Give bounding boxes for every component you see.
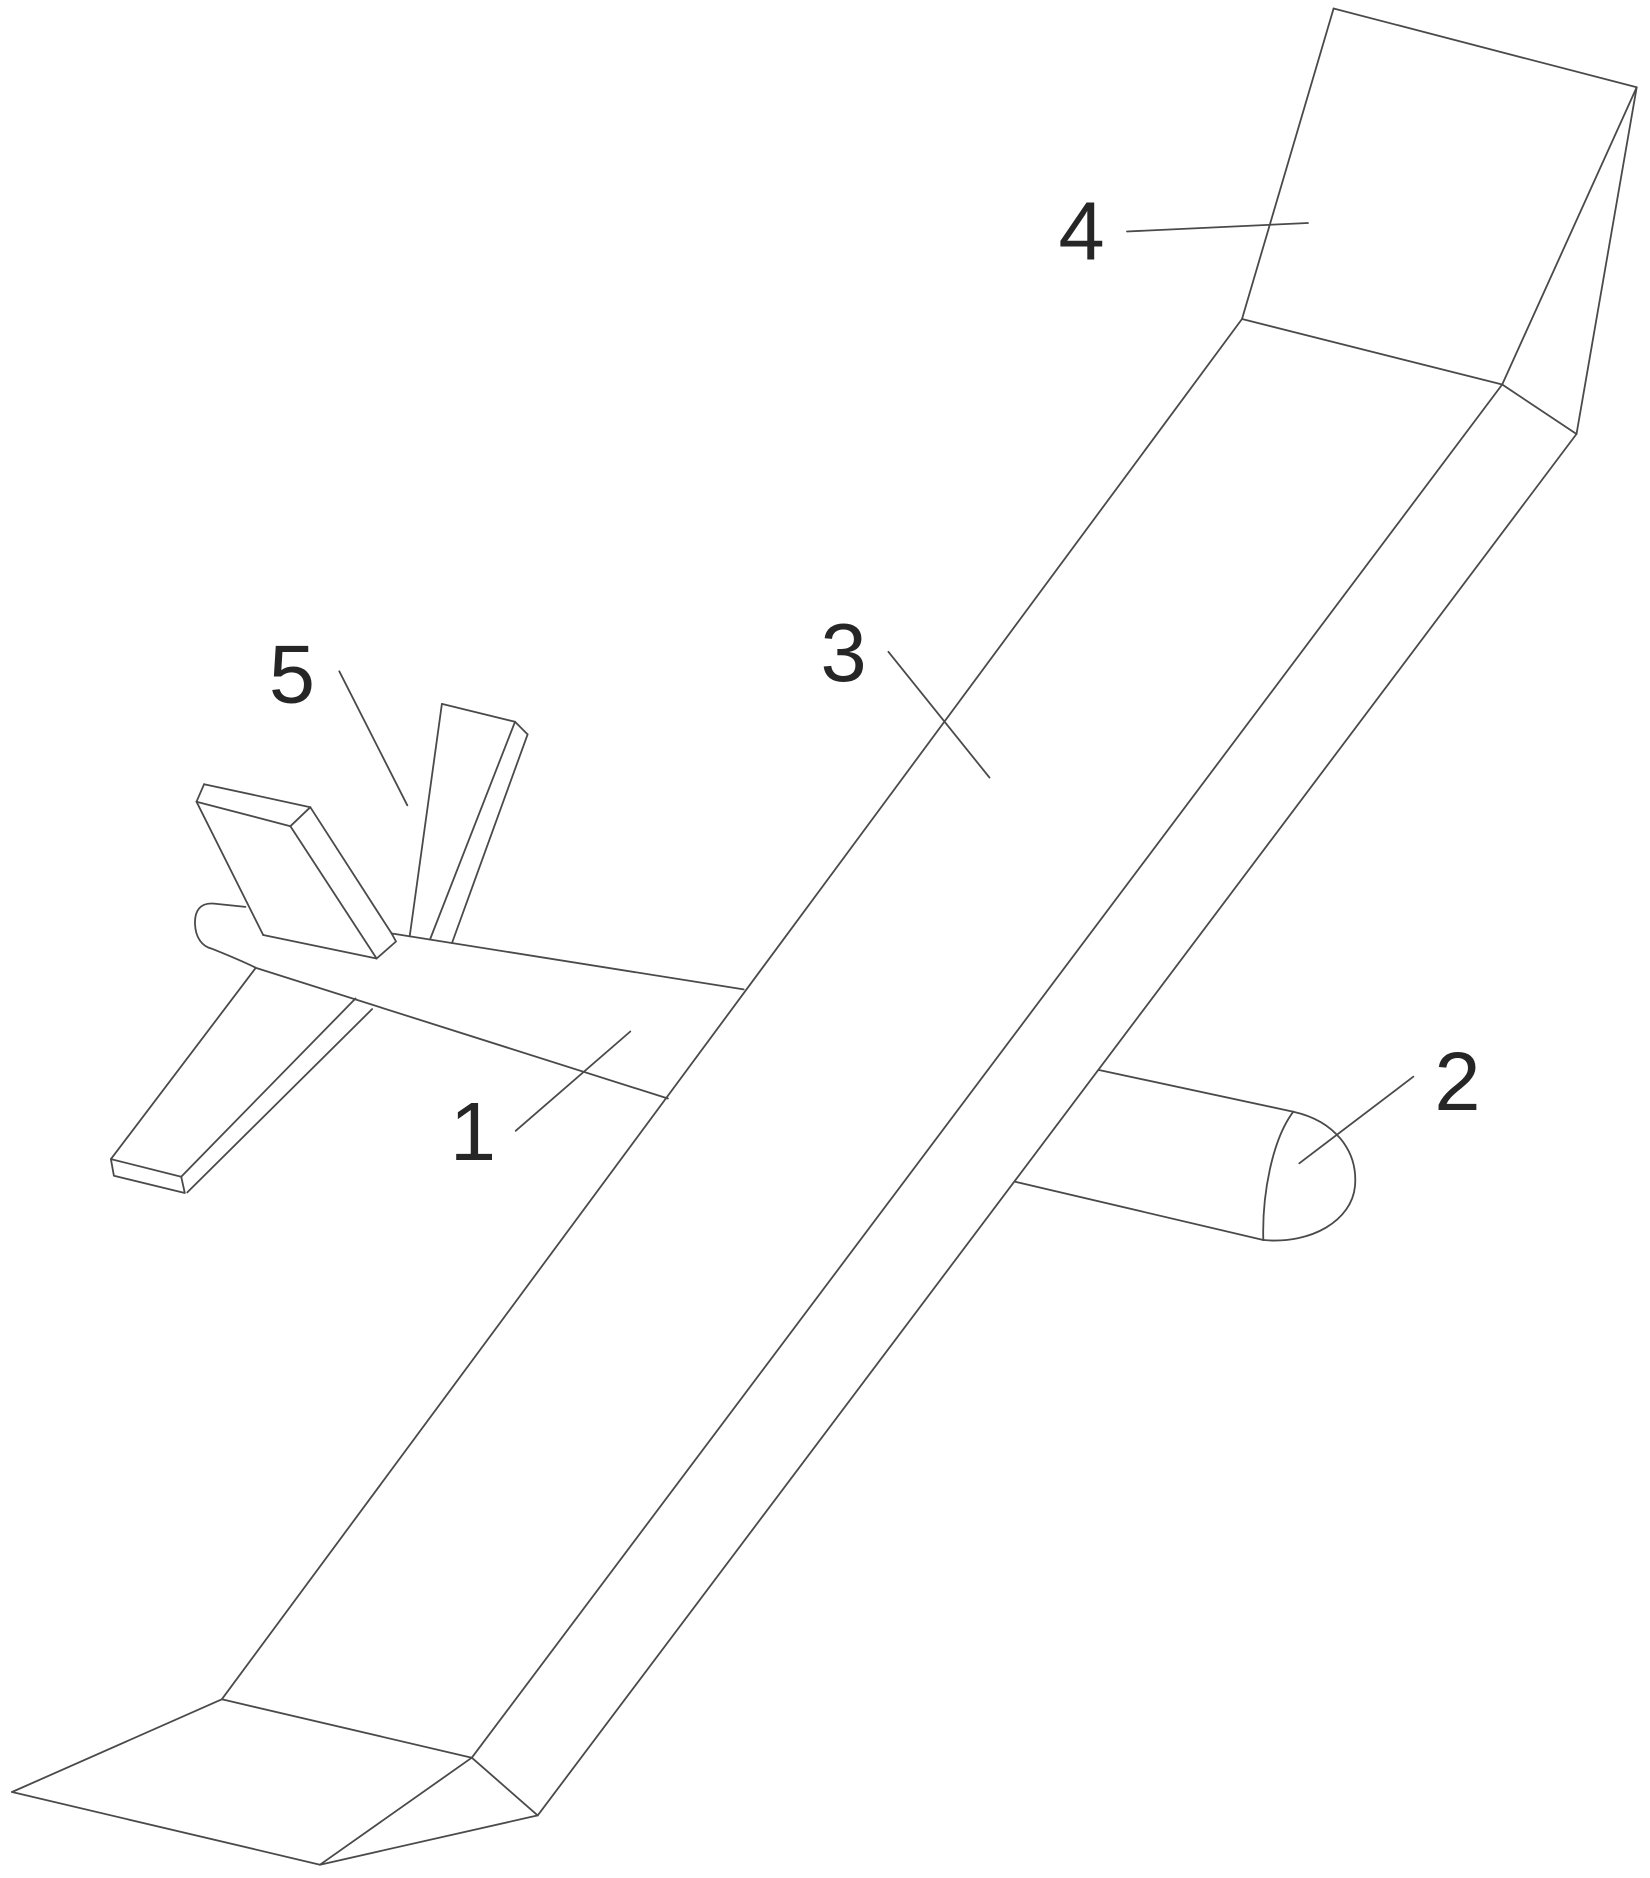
svg-text:5: 5 [269, 628, 315, 721]
svg-text:2: 2 [1434, 1035, 1480, 1128]
svg-text:4: 4 [1059, 185, 1105, 278]
svg-text:3: 3 [821, 606, 867, 699]
svg-text:1: 1 [450, 1085, 496, 1178]
